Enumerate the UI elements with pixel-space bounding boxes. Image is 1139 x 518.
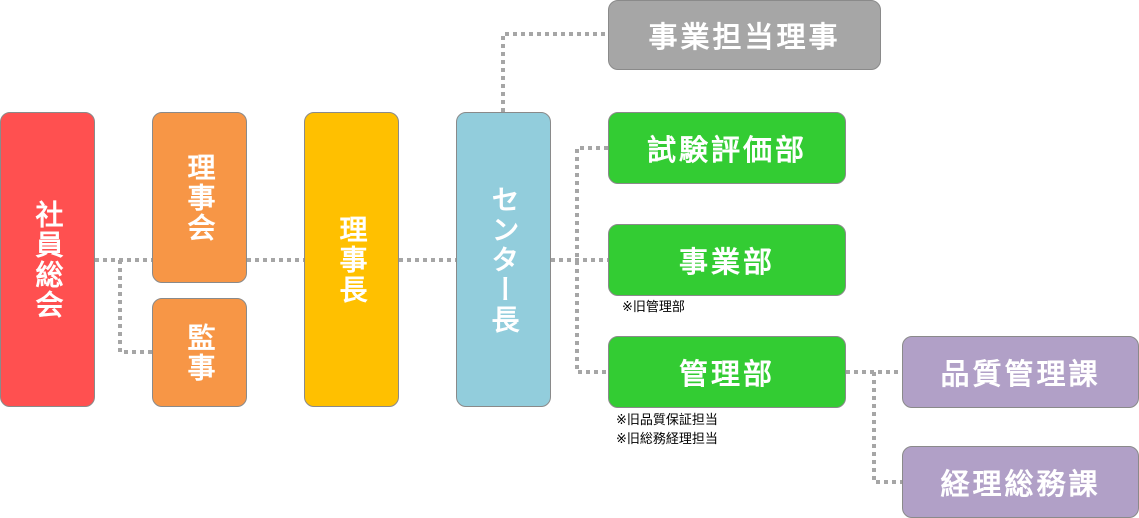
node-shareholders: 社員総会 bbox=[0, 112, 95, 407]
note-admin-dept-line2: ※旧総務経理担当 bbox=[616, 432, 718, 447]
node-qa-section: 品質管理課 bbox=[902, 336, 1139, 408]
node-executive-label: 事業担当理事 bbox=[648, 20, 841, 54]
node-center-head-label: センター長 bbox=[487, 184, 521, 335]
node-shareholders-label: 社員総会 bbox=[31, 199, 65, 320]
node-accounting-section: 経理総務課 bbox=[902, 446, 1139, 518]
note-admin-dept: ※旧品質保証担当 ※旧総務経理担当 bbox=[616, 411, 718, 449]
node-board: 理事会 bbox=[152, 112, 247, 283]
note-business-dept: ※旧管理部 bbox=[622, 300, 685, 315]
connector-accounting-section bbox=[872, 372, 902, 484]
connector-auditor bbox=[118, 260, 152, 354]
node-admin-dept-label: 管理部 bbox=[678, 357, 775, 391]
node-chairman-label: 理事長 bbox=[335, 214, 369, 305]
node-executive: 事業担当理事 bbox=[608, 0, 881, 70]
node-auditor: 監事 bbox=[152, 298, 247, 407]
node-board-label: 理事会 bbox=[183, 152, 217, 243]
node-business-dept-label: 事業部 bbox=[678, 245, 775, 279]
node-qa-section-label: 品質管理課 bbox=[940, 357, 1101, 391]
node-center-head: センター長 bbox=[456, 112, 551, 407]
node-testing-dept-label: 試験評価部 bbox=[646, 133, 807, 167]
node-accounting-section-label: 経理総務課 bbox=[940, 467, 1101, 501]
node-business-dept: 事業部 bbox=[608, 224, 846, 296]
node-auditor-label: 監事 bbox=[183, 322, 217, 383]
node-testing-dept: 試験評価部 bbox=[608, 112, 846, 184]
node-admin-dept: 管理部 bbox=[608, 336, 846, 408]
connector-center-executive bbox=[501, 32, 608, 112]
node-chairman: 理事長 bbox=[304, 112, 399, 407]
note-admin-dept-line1: ※旧品質保証担当 bbox=[616, 413, 718, 428]
